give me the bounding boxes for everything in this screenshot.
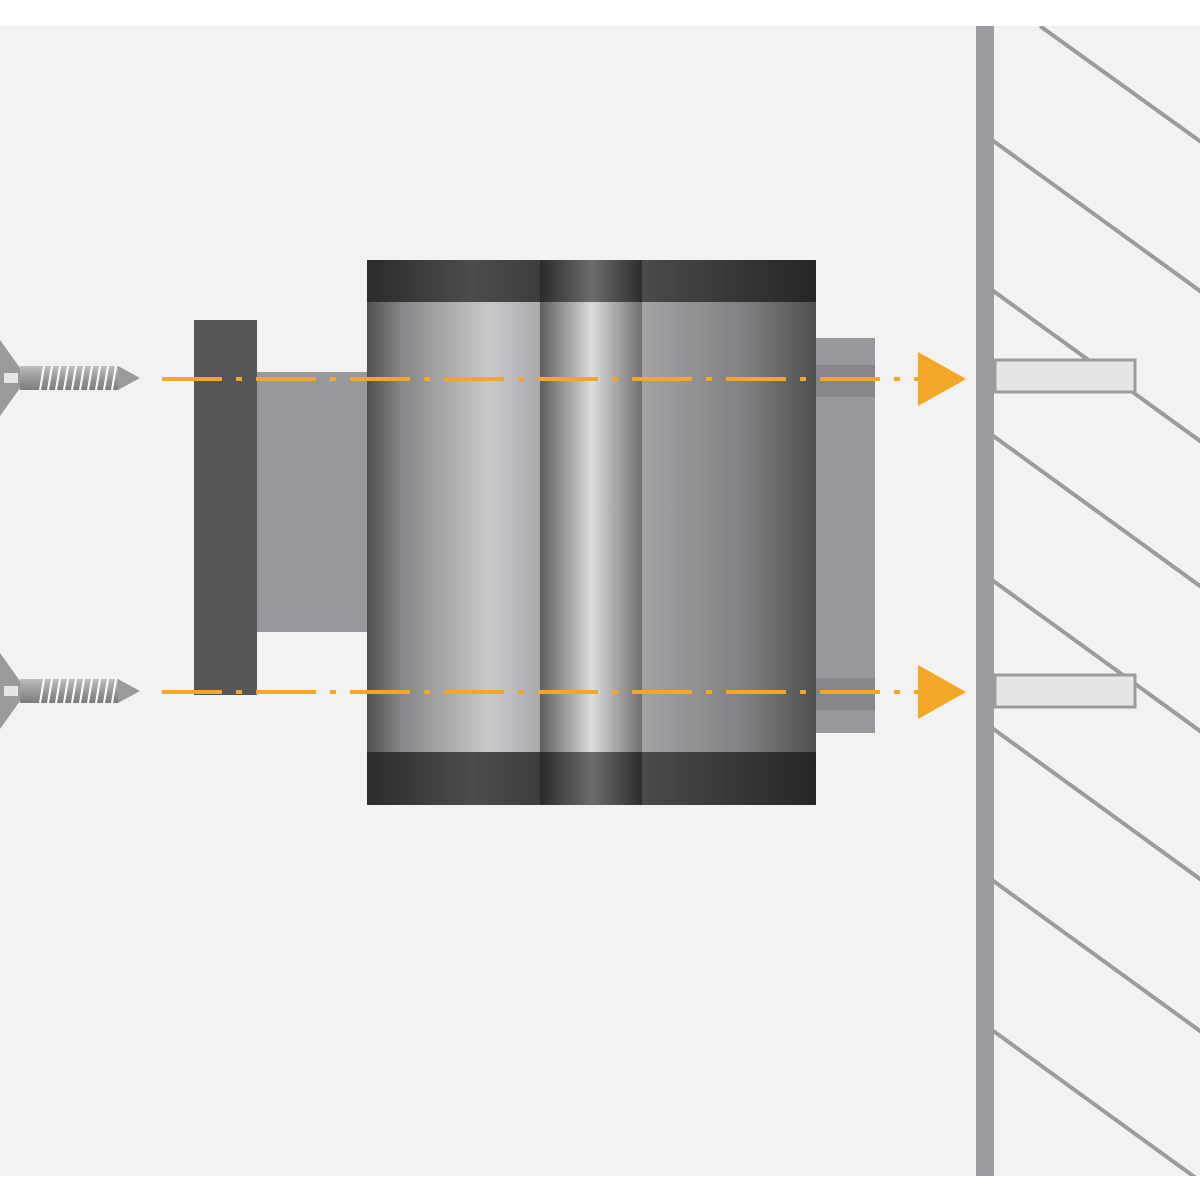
arrow-right-icon: [162, 352, 966, 406]
rear-flange: [810, 338, 875, 733]
cylinder-housing-icon: [367, 260, 816, 805]
wall-plug-icon: [993, 358, 1137, 394]
countersunk-screw-icon: [0, 340, 140, 416]
arrow-right-icon: [162, 665, 966, 719]
wall-hatching: [992, 26, 1200, 1176]
wall-surface: [976, 26, 994, 1176]
countersunk-screw-icon: [0, 653, 140, 729]
wall-plug-icon: [993, 673, 1137, 709]
mounting-plate-icon: [194, 320, 375, 695]
